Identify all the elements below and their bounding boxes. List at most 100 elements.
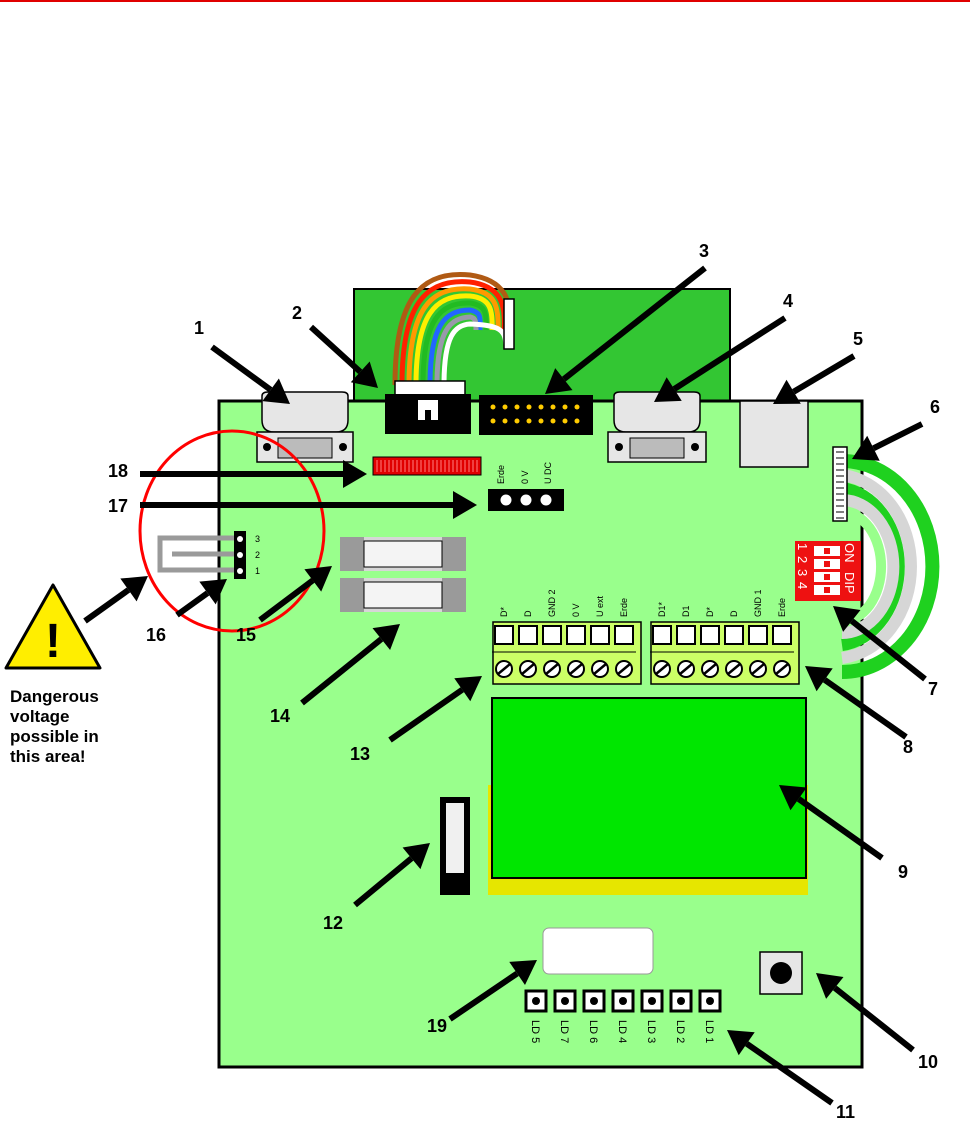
network-jack	[740, 401, 808, 467]
dip-key	[824, 574, 830, 580]
power-pin	[541, 495, 552, 506]
left-terminal-socket	[615, 626, 633, 644]
led-label: LD 1	[703, 1020, 715, 1043]
callout-18: 18	[108, 461, 128, 481]
left-terminal-label: Erde	[619, 598, 629, 617]
jumper-pin	[237, 552, 243, 558]
jumper-label-3: 3	[255, 534, 260, 544]
header-pin	[515, 405, 520, 410]
jumper-pin	[237, 536, 243, 542]
led-label: LD 6	[587, 1020, 599, 1043]
arrow-head	[120, 576, 148, 601]
callout-15: 15	[236, 625, 256, 645]
left-terminal-socket	[591, 626, 609, 644]
led-dot	[706, 997, 714, 1005]
led-label: LD 5	[529, 1020, 541, 1043]
header-pin	[575, 419, 580, 424]
callout-17: 17	[108, 496, 128, 516]
callout-4: 4	[783, 291, 793, 311]
callout-3: 3	[699, 241, 709, 261]
header-pin	[503, 419, 508, 424]
header-pin	[491, 419, 496, 424]
jumper-label-1: 1	[255, 566, 260, 576]
right-terminal-label: D	[729, 610, 739, 617]
warning-line-3: possible in	[10, 727, 160, 747]
callout-8: 8	[903, 737, 913, 757]
header-pin	[551, 405, 556, 410]
pin-header-connector	[479, 395, 593, 435]
ribbon-end-plug	[504, 299, 514, 349]
led-dot	[561, 997, 569, 1005]
jumper-label-2: 2	[255, 550, 260, 560]
power-label-erde: Erde	[496, 465, 506, 484]
right-terminal-socket	[653, 626, 671, 644]
warning-triangle-icon: !	[6, 585, 100, 668]
header-pin	[539, 405, 544, 410]
header-pin	[551, 419, 556, 424]
led-dot	[590, 997, 598, 1005]
header-pin	[503, 405, 508, 410]
led-label: LD 2	[674, 1020, 686, 1043]
callout-13: 13	[350, 744, 370, 764]
header-pin	[563, 419, 568, 424]
callout-7: 7	[928, 679, 938, 699]
header-pin	[563, 405, 568, 410]
fuse-14	[340, 578, 466, 612]
arrow-shaft	[873, 424, 922, 448]
right-terminal-socket	[701, 626, 719, 644]
warning-line-4: this area!	[10, 747, 160, 767]
dip-num-3: 3	[795, 569, 810, 576]
dip-num-4: 4	[795, 582, 810, 589]
right-terminal-label: D*	[705, 607, 715, 617]
led-dot	[619, 997, 627, 1005]
right-terminal-label: GND 1	[753, 589, 763, 617]
right-terminal-socket	[773, 626, 791, 644]
dip-key	[824, 561, 830, 567]
dip-on-label: ON	[842, 543, 857, 563]
arrow-shaft	[85, 590, 128, 621]
arrow-shaft	[794, 356, 854, 392]
right-terminal-socket	[677, 626, 695, 644]
led-label: LD 3	[645, 1020, 657, 1043]
left-terminal-label: 0 V	[571, 603, 581, 617]
arrow-shaft	[177, 593, 208, 615]
jumper-pin	[237, 568, 243, 574]
header-pin	[515, 419, 520, 424]
callout-9: 9	[898, 862, 908, 882]
left-terminal-socket	[567, 626, 585, 644]
callout-11: 11	[836, 1102, 855, 1121]
callout-10: 10	[918, 1052, 938, 1072]
left-terminal-label: D	[523, 610, 533, 617]
dip-num-1: 1	[795, 543, 810, 550]
led-dot	[677, 997, 685, 1005]
dsub-connector-4	[608, 392, 706, 462]
dip-key	[824, 587, 830, 593]
arrow-shaft	[311, 327, 360, 372]
warning-text: Dangerous voltage possible in this area!	[10, 687, 160, 767]
dsub-connector-1	[257, 392, 353, 462]
svg-text:!: !	[45, 615, 61, 668]
header-rule	[0, 0, 970, 2]
power-label-udc: U DC	[543, 462, 553, 484]
left-terminal-label: GND 2	[547, 589, 557, 617]
callout-14: 14	[270, 706, 290, 726]
callout-6: 6	[930, 397, 940, 417]
callout-2: 2	[292, 303, 302, 323]
warning-line-1: Dangerous	[10, 687, 160, 707]
push-button-cap	[770, 962, 792, 984]
header-pin	[527, 405, 532, 410]
warning-line-2: voltage	[10, 707, 160, 727]
left-terminal-socket	[519, 626, 537, 644]
power-pin	[501, 495, 512, 506]
dip-key	[824, 548, 830, 554]
right-terminal-socket	[725, 626, 743, 644]
dip-dip-label: DIP	[842, 572, 857, 594]
led-label: LD 4	[616, 1020, 628, 1043]
right-terminal-label: D1	[681, 605, 691, 617]
left-terminal-label: D*	[499, 607, 509, 617]
callout-1: 1	[194, 318, 204, 338]
header-pin	[491, 405, 496, 410]
dip-num-2: 2	[795, 556, 810, 563]
power-pin	[521, 495, 532, 506]
